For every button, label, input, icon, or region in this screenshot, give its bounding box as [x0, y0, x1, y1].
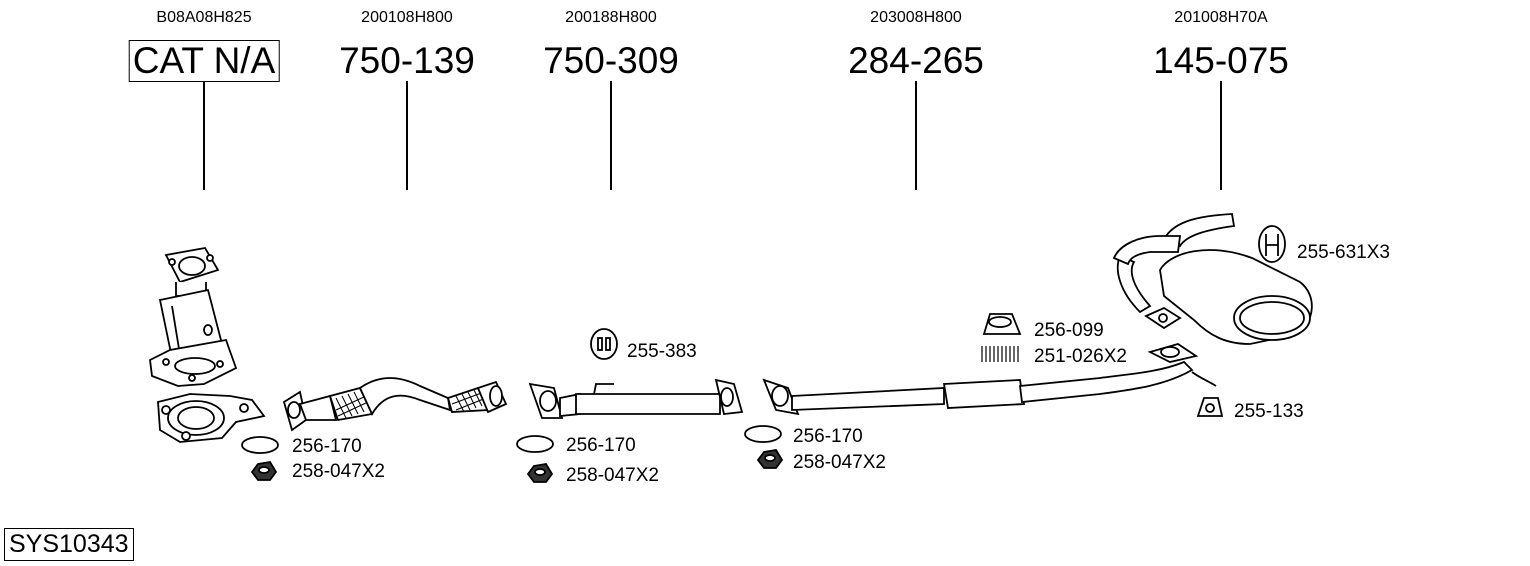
ref-code-intermediate-pipe: 200188H800: [565, 9, 657, 26]
label-255-383[interactable]: 255-383: [627, 341, 697, 362]
gasket-ring-icon: [516, 435, 554, 453]
gasket-ring-icon: [744, 425, 782, 443]
rubber-hanger-icon: [590, 328, 618, 360]
ref-code-catalyst: B08A08H825: [156, 9, 252, 26]
label-258-047x2-front[interactable]: 258-047X2: [292, 461, 385, 482]
mounting-rubber-icon: [1196, 397, 1224, 417]
h-hanger-icon: [1258, 225, 1286, 263]
nut-icon: [756, 449, 784, 469]
centre-silencer-part: [762, 343, 1217, 416]
label-255-631x3[interactable]: 255-631X3: [1297, 242, 1390, 263]
system-code: SYS10343: [4, 528, 134, 561]
label-256-170-front[interactable]: 256-170: [292, 436, 362, 457]
label-251-026x2[interactable]: 251-026X2: [1034, 346, 1127, 367]
sealing-ring-icon: [982, 313, 1022, 335]
gasket-ring-icon: [241, 436, 279, 454]
label-256-099[interactable]: 256-099: [1034, 320, 1104, 341]
catalyst-part: [149, 247, 266, 443]
rear-silencer-part: [1112, 213, 1313, 345]
front-pipe-part: [282, 377, 508, 432]
ref-code-front-pipe: 200108H800: [361, 9, 453, 26]
part-number-rear-silencer[interactable]: 145-075: [1153, 40, 1289, 81]
label-256-170-intermediate[interactable]: 256-170: [566, 435, 636, 456]
label-256-170-centre[interactable]: 256-170: [793, 426, 863, 447]
part-number-catalyst[interactable]: CAT N/A: [128, 40, 280, 82]
label-258-047x2-intermediate[interactable]: 258-047X2: [566, 465, 659, 486]
label-258-047x2-centre[interactable]: 258-047X2: [793, 452, 886, 473]
intermediate-pipe-part: [528, 378, 744, 419]
ref-code-centre-silencer: 203008H800: [870, 9, 962, 26]
part-number-centre-silencer[interactable]: 284-265: [848, 40, 984, 81]
part-number-intermediate-pipe[interactable]: 750-309: [543, 40, 679, 81]
nut-icon: [526, 463, 554, 483]
nut-icon: [250, 461, 278, 481]
part-number-front-pipe[interactable]: 750-139: [339, 40, 475, 81]
label-255-133[interactable]: 255-133: [1234, 401, 1304, 422]
ref-code-rear-silencer: 201008H70A: [1174, 9, 1268, 26]
spring-icon: [981, 346, 1019, 362]
